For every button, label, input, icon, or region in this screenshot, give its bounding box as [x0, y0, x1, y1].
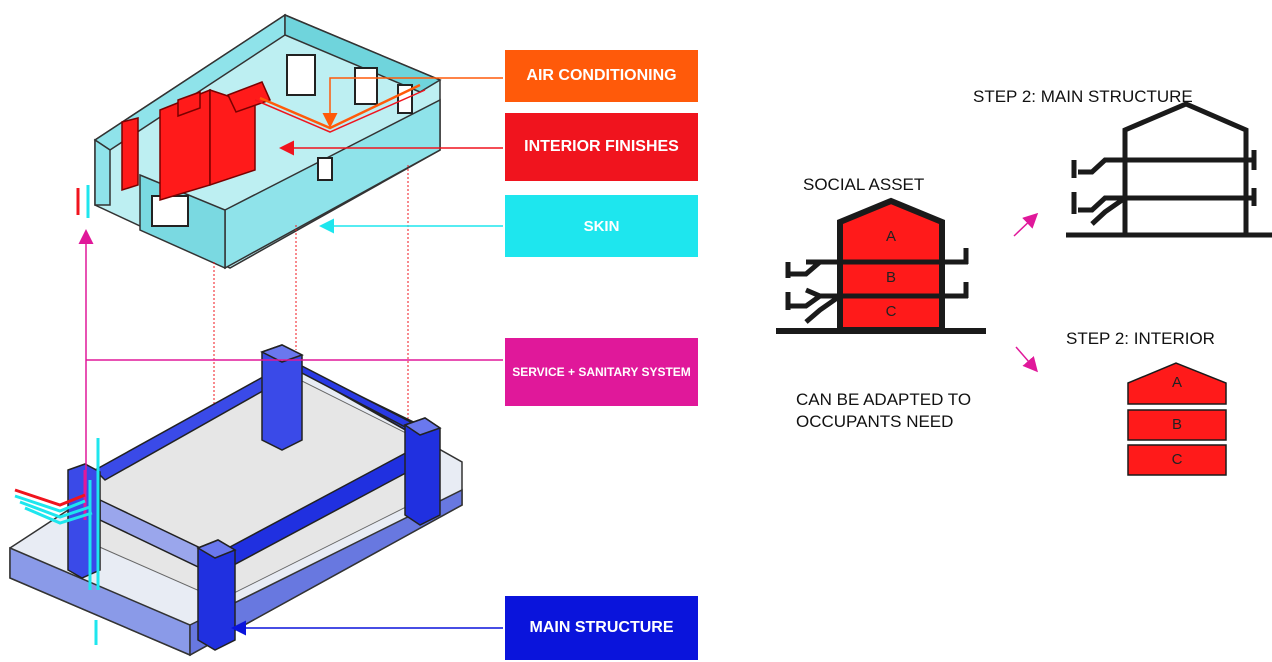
label-connectors [78, 77, 503, 636]
house-level-c: C [885, 303, 897, 320]
interior-level-a: A [1171, 374, 1182, 391]
service-sanitary-label: SERVICE + SANITARY SYSTEM [505, 338, 698, 406]
interior-block-a [1127, 362, 1227, 405]
upper-floor-module [76, 13, 442, 270]
main-structure-label: MAIN STRUCTURE [505, 596, 698, 660]
interior-finishes-label: INTERIOR FINISHES [505, 113, 698, 181]
step-main-structure-title: STEP 2: MAIN STRUCTURE [973, 87, 1193, 106]
skin-label: SKIN [505, 195, 698, 257]
social-asset-house [776, 197, 986, 334]
interior-blocks [1127, 362, 1227, 476]
step-arrows [1013, 212, 1039, 373]
lower-main-structure [9, 344, 463, 657]
interior-level-b: B [1171, 416, 1182, 433]
adapted-text-line1: CAN BE ADAPTED TO [796, 390, 972, 409]
interior-block-b [1127, 409, 1227, 441]
interior-block-c [1127, 444, 1227, 476]
house-level-a: A [885, 228, 896, 245]
air-conditioning-label: AIR CONDITIONING [505, 50, 698, 102]
step-interior-title: STEP 2: INTERIOR [1066, 329, 1215, 348]
adapted-text-line2: OCCUPANTS NEED [796, 412, 954, 431]
social-asset-title: SOCIAL ASSET [803, 175, 925, 194]
main-structure-frame [1066, 101, 1272, 238]
interior-level-c: C [1171, 451, 1183, 468]
house-level-b: B [885, 269, 896, 286]
